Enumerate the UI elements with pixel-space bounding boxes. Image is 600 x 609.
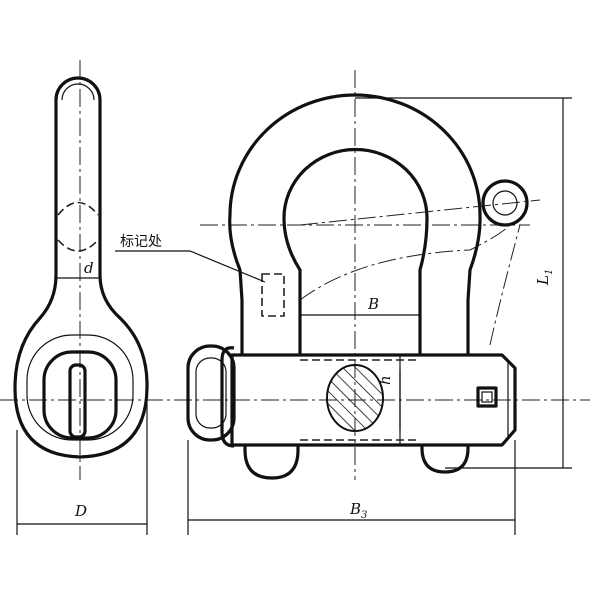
dim-h-label: h bbox=[376, 375, 394, 385]
side-view bbox=[13, 76, 149, 459]
dim-L1-label: L1 bbox=[534, 269, 555, 286]
marking-location-label: 标记处 bbox=[120, 234, 162, 250]
dimensions bbox=[16, 97, 572, 535]
dim-B-label: B bbox=[367, 295, 379, 313]
dim-d-label: d bbox=[84, 259, 94, 277]
dim-D-label: D bbox=[74, 502, 87, 520]
dim-B3-label: B3 bbox=[349, 500, 367, 521]
front-view bbox=[186, 93, 541, 480]
pin-section-hatched bbox=[326, 364, 384, 432]
